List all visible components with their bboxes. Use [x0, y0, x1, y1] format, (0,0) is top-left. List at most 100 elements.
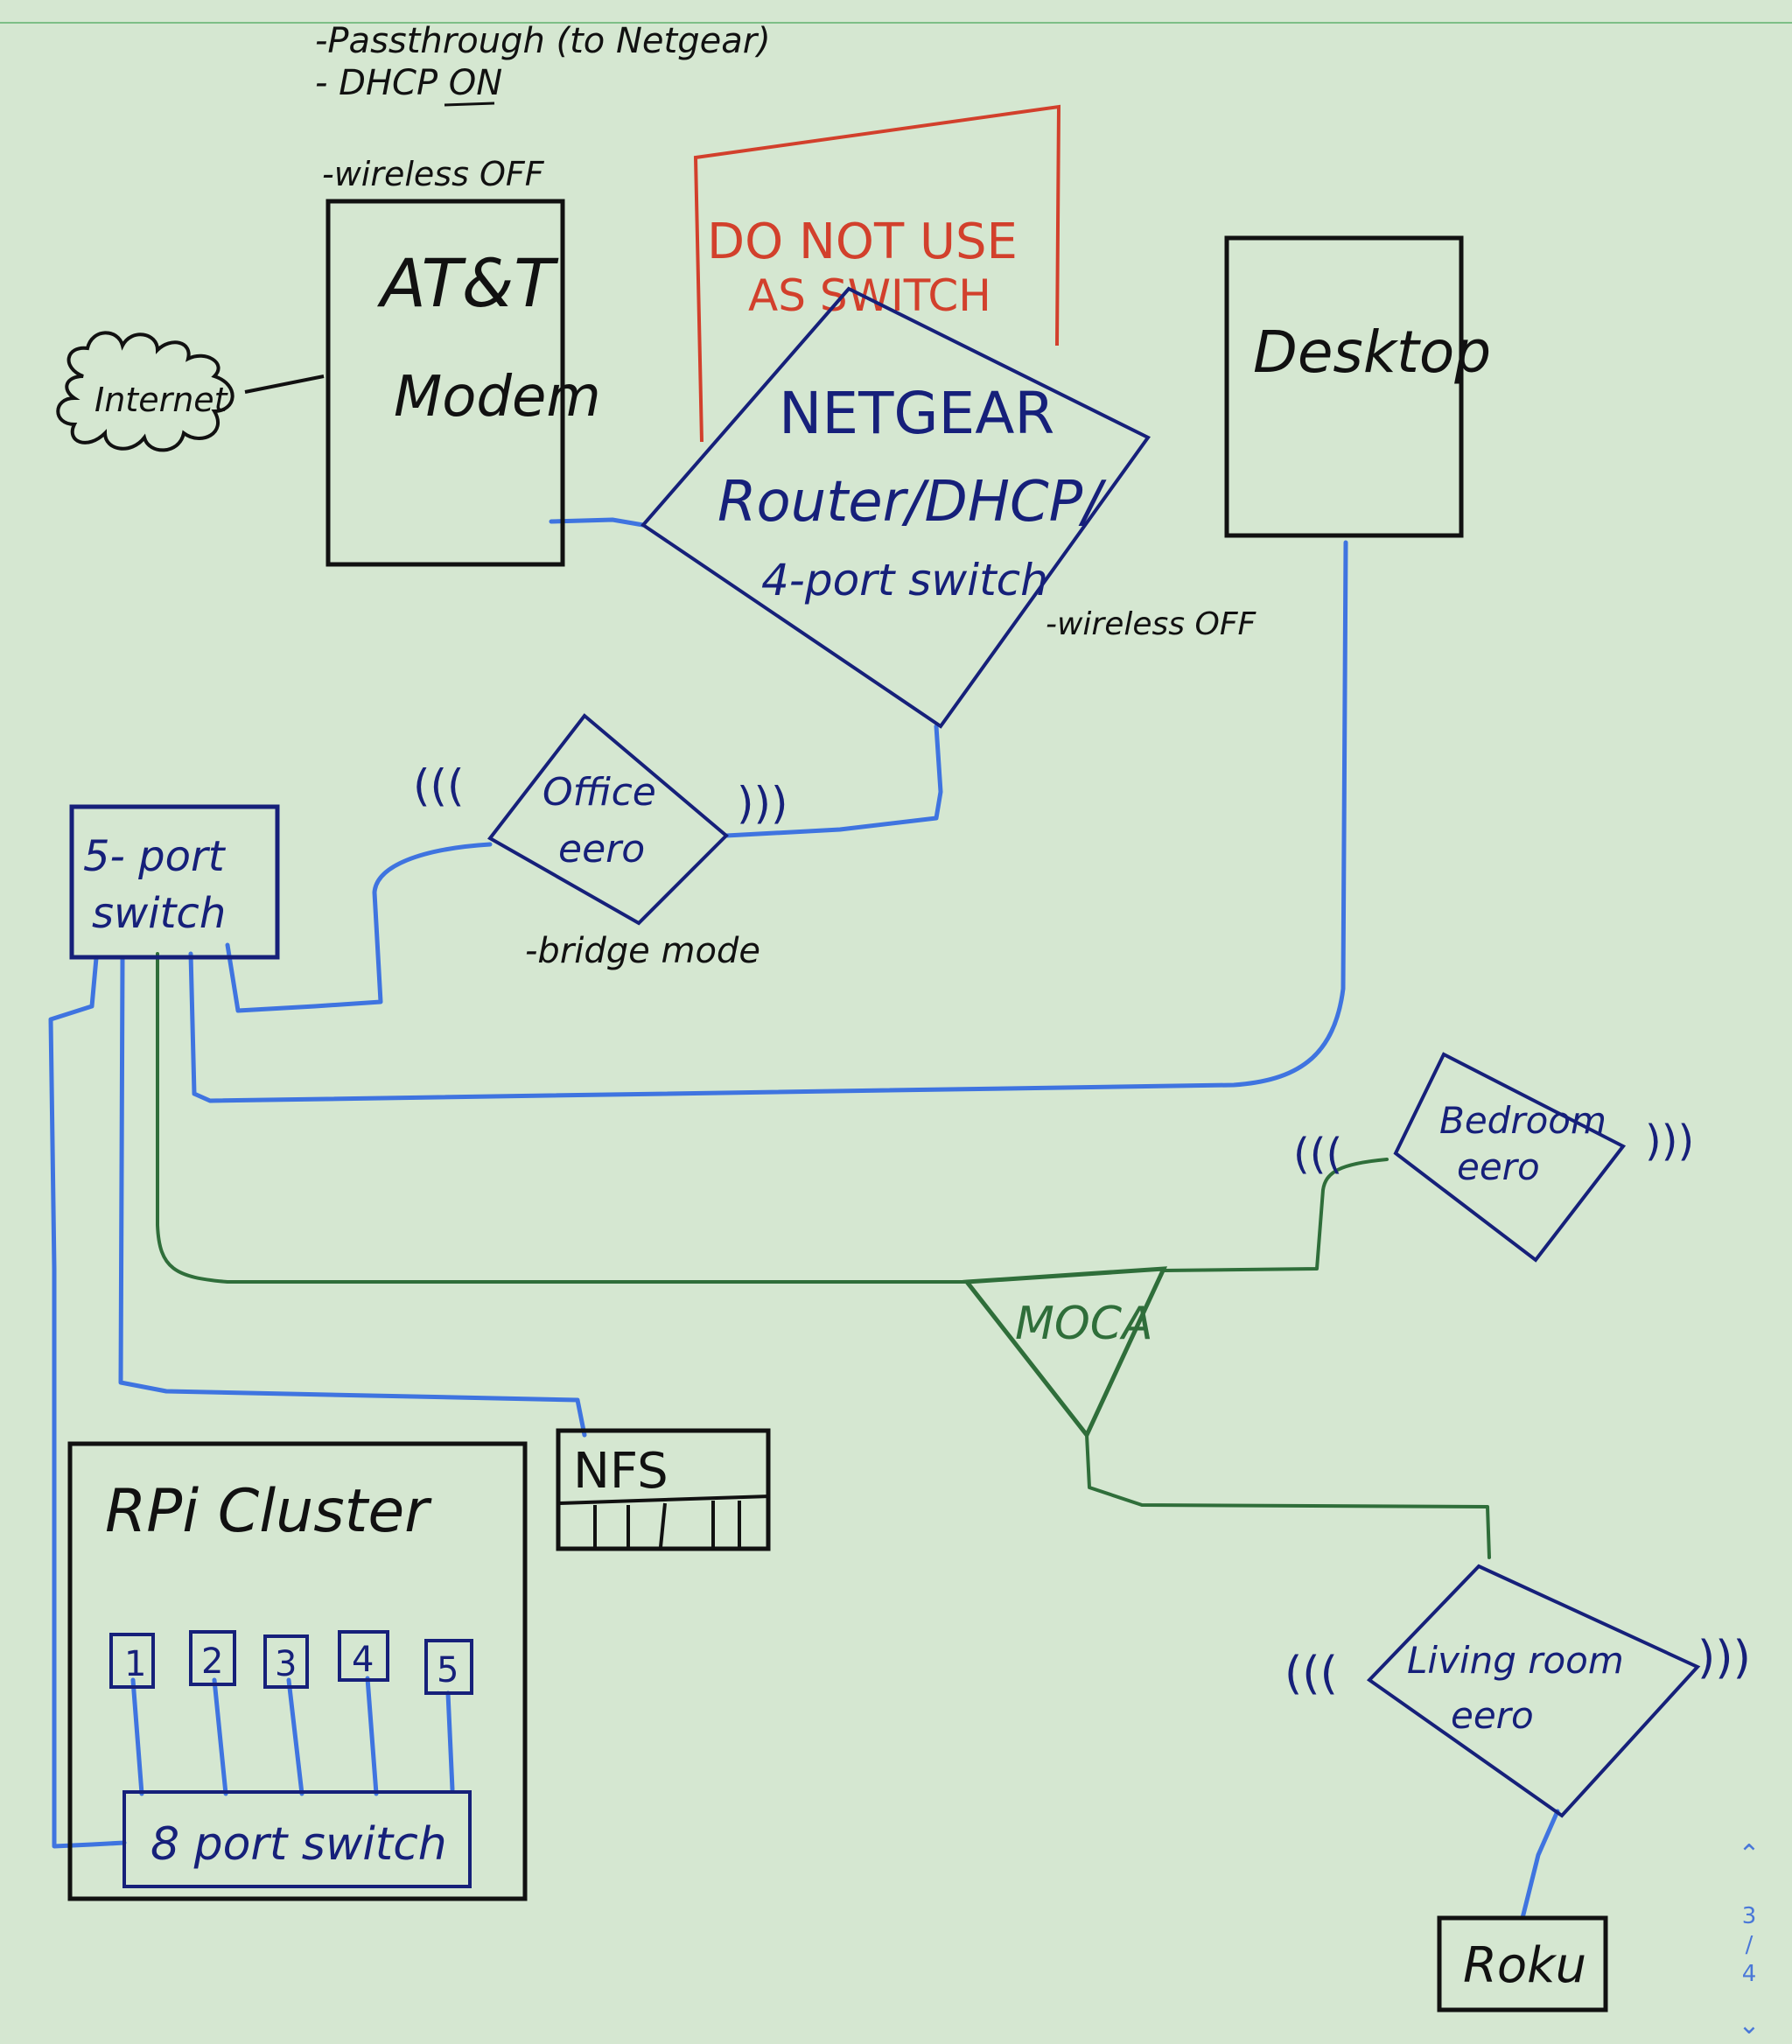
nfs-label: NFS: [573, 1443, 668, 1500]
switch8-box: [122, 1790, 472, 1888]
bedroom-eero-label-line1: Bedroom: [1439, 1099, 1606, 1142]
page-down-icon[interactable]: ⌄: [1738, 2010, 1760, 2040]
desktop: Desktop: [1224, 235, 1491, 538]
rpi-cluster: RPi Cluster 1 2 3 4 5 8 port switch: [67, 1441, 528, 1901]
pi-node-4: [338, 1630, 389, 1682]
cable-pi1: [130, 1677, 144, 1796]
cable-pi4: [365, 1676, 379, 1796]
pi-node-5-label: 5: [437, 1650, 458, 1690]
netgear-router: NETGEAR Router/DHCP/ 4-port switch: [640, 286, 1151, 729]
cloud-outline: [56, 331, 234, 452]
desktop-label: Desktop: [1253, 318, 1491, 386]
bedroom-eero-label-line2: eero: [1457, 1145, 1540, 1188]
moca-triangle: [962, 1266, 1168, 1439]
living-eero-wifi-left: (((: [1284, 1648, 1338, 1700]
pi-node-3: [263, 1634, 309, 1689]
cable-modem-router: [549, 517, 646, 528]
cable-moca-living-eero: [1085, 1433, 1491, 1559]
office-eero-label-line2: eero: [558, 827, 645, 872]
switch5-label-line1: 5- port: [83, 832, 227, 881]
roku-label: Roku: [1463, 1937, 1586, 1994]
office-eero-wifi-right: ))): [737, 778, 788, 829]
living-eero-label-line2: eero: [1451, 1694, 1534, 1737]
modem-label-line2: Modem: [394, 365, 601, 430]
cable-switch5-nfs: [118, 956, 587, 1438]
note-router-wireless-off: -wireless OFF: [1046, 606, 1257, 642]
switch-8port: 8 port switch: [122, 1790, 472, 1888]
bedroom-eero-wifi-left: (((: [1293, 1130, 1342, 1179]
rpi-cluster-box: [67, 1441, 528, 1901]
cable-pi2: [212, 1677, 228, 1796]
note-bridge-mode: -bridge mode: [525, 931, 760, 971]
cable-desktop-switch5: [188, 540, 1348, 1103]
desktop-box: [1224, 235, 1464, 538]
nfs-slot-3: [659, 1502, 667, 1548]
page-current: 3: [1741, 1903, 1757, 1929]
warning-bracket: [693, 104, 1061, 443]
nfs-drive-slots: [593, 1501, 741, 1548]
page-navigator: ⌃ 3 / 4 ⌄: [1728, 1842, 1770, 2044]
pi-node-3-label: 3: [275, 1644, 297, 1684]
bedroom-eero-wifi-right: ))): [1645, 1116, 1694, 1166]
cable-moca-bedroom-eero: [1162, 1158, 1389, 1272]
switch5-label-line2: switch: [92, 889, 226, 938]
cable-pi5: [445, 1690, 455, 1792]
switch5-box: [69, 804, 280, 960]
pi-node-1: [109, 1633, 155, 1689]
warning-line1: DO NOT USE: [707, 214, 1018, 270]
internet-cloud: Internet: [56, 331, 234, 452]
page-total: 4: [1741, 1961, 1757, 1987]
moca-adapter: MOCA: [962, 1266, 1168, 1439]
bedroom-eero-diamond: [1393, 1052, 1627, 1263]
note-dhcp-on: - DHCP ON: [315, 63, 502, 103]
moca-label: MOCA: [1015, 1298, 1153, 1350]
roku-box: [1437, 1915, 1608, 2012]
warning-annotation: DO NOT USE AS SWITCH: [693, 104, 1061, 443]
living-eero-wifi-right: ))): [1698, 1632, 1751, 1684]
office-eero-label-line1: Office: [542, 770, 656, 815]
office-eero: Office eero ((( ))): [413, 713, 788, 926]
pi-node-1-label: 1: [124, 1644, 146, 1684]
switch-5port: 5- port switch: [69, 804, 280, 960]
modem-box: [326, 199, 565, 567]
bedroom-eero: Bedroom eero ((( ))): [1293, 1052, 1694, 1263]
router-label-line3: 4-port switch: [761, 555, 1048, 606]
roku: Roku: [1437, 1915, 1608, 2012]
page-up-icon[interactable]: ⌃: [1738, 1839, 1760, 1870]
dhcp-on-underline: [444, 102, 495, 107]
living-room-eero: Living room eero ((( ))): [1284, 1564, 1751, 1818]
cable-internet-modem: [244, 374, 325, 394]
pi-nodes: 1 2 3 4 5: [109, 1630, 473, 1695]
note-passthrough: -Passthrough (to Netgear): [315, 21, 771, 61]
att-modem: AT&T Modem: [326, 199, 601, 567]
nfs-storage: NFS: [556, 1428, 771, 1551]
cable-switch5-moca: [156, 952, 969, 1284]
router-label-line2: Router/DHCP/: [718, 470, 1107, 535]
office-eero-wifi-left: (((: [413, 760, 465, 811]
note-modem-wireless-off: -wireless OFF: [322, 155, 545, 193]
pi-node-5: [424, 1639, 473, 1695]
cable-living-eero-roku: [1520, 1809, 1560, 1921]
switch8-label: 8 port switch: [150, 1818, 447, 1871]
internet-label: Internet: [94, 381, 229, 419]
nfs-box: [556, 1428, 771, 1551]
page-separator: /: [1745, 1932, 1754, 1958]
router-label-line1: NETGEAR: [779, 380, 1054, 447]
warning-line2: AS SWITCH: [748, 270, 991, 321]
living-eero-label-line1: Living room: [1407, 1639, 1624, 1682]
pi-node-4-label: 4: [352, 1640, 374, 1680]
modem-label-line1: AT&T: [376, 244, 559, 322]
router-diamond: [640, 286, 1151, 729]
pi-node-2-label: 2: [201, 1642, 223, 1682]
cable-switch5-switch8: [48, 956, 127, 1849]
cable-router-office-eero: [724, 724, 943, 838]
pi-node-2: [189, 1630, 236, 1686]
cable-pi3: [286, 1677, 304, 1796]
cable-office-eero-switch5: [225, 842, 493, 1013]
rpi-cluster-label: RPi Cluster: [105, 1477, 432, 1546]
living-eero-diamond: [1366, 1564, 1701, 1818]
nfs-divider: [559, 1494, 771, 1505]
office-eero-diamond: [487, 713, 729, 926]
